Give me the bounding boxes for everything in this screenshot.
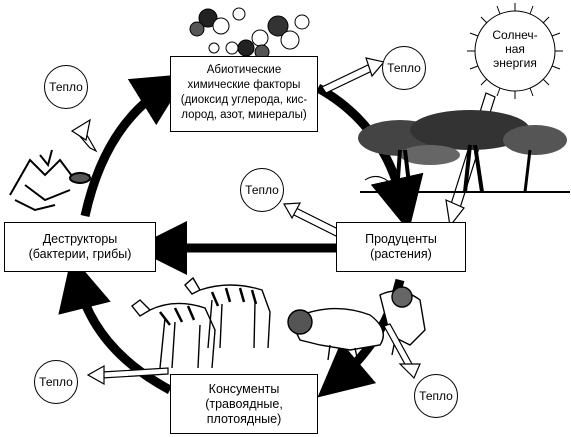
sun-energy-label: Солнеч- ная энергия xyxy=(480,28,550,70)
carcass-icon xyxy=(9,149,91,212)
abiotic-line-2: химические факторы xyxy=(187,79,301,91)
sun-icon xyxy=(467,3,563,99)
producers-box: Продуценты (растения) xyxy=(336,222,466,272)
heat-label: Тепло xyxy=(419,389,453,403)
decomposers-line-1: Деструкторы xyxy=(42,232,118,246)
abiotic-line-3: (диоксид углерода, кис- xyxy=(180,94,308,106)
abiotic-line-1: Абиотические xyxy=(206,64,282,76)
decomposers-box: Деструкторы (бактерии, грибы) xyxy=(4,222,156,272)
abiotic-factors-box: Абиотические химические факторы (диоксид… xyxy=(170,56,318,132)
consumers-line-3: плотоядные) xyxy=(206,412,282,426)
heat-arrows xyxy=(70,57,421,386)
consumers-box: Консументы (травоядные, плотоядные) xyxy=(170,374,318,434)
heat-circle-lions: Тепло xyxy=(414,374,458,418)
sun-line-1: Солнеч- xyxy=(492,28,538,42)
zebras-icon xyxy=(131,276,271,369)
producers-line-1: Продуценты xyxy=(365,232,437,246)
producers-line-2: (растения) xyxy=(370,247,432,261)
heat-circle-producers: Тепло xyxy=(240,168,284,212)
decomposers-line-2: (бактерии, грибы) xyxy=(28,247,132,261)
sun-line-2: ная xyxy=(505,42,525,56)
heat-label: Тепло xyxy=(245,183,279,197)
heat-circle-consumers: Тепло xyxy=(34,360,78,404)
consumers-line-2: (травоядные, xyxy=(205,397,283,411)
abiotic-line-4: лород, азот, минералы) xyxy=(181,109,307,121)
savanna-trees-icon xyxy=(358,110,570,193)
heat-label: Тепло xyxy=(49,80,83,94)
heat-label: Тепло xyxy=(387,61,421,75)
sun-line-3: энергия xyxy=(493,56,537,70)
heat-label: Тепло xyxy=(39,375,73,389)
heat-circle-abiotic: Тепло xyxy=(382,46,426,90)
cycle-arrow-decomposers-to-abiotic xyxy=(80,73,188,217)
consumers-line-1: Консументы xyxy=(208,382,280,396)
cycle-arrow-consumers-to-decomposers xyxy=(58,255,173,394)
heat-circle-decomposers: Тепло xyxy=(44,65,88,109)
molecule-icons xyxy=(189,7,310,60)
